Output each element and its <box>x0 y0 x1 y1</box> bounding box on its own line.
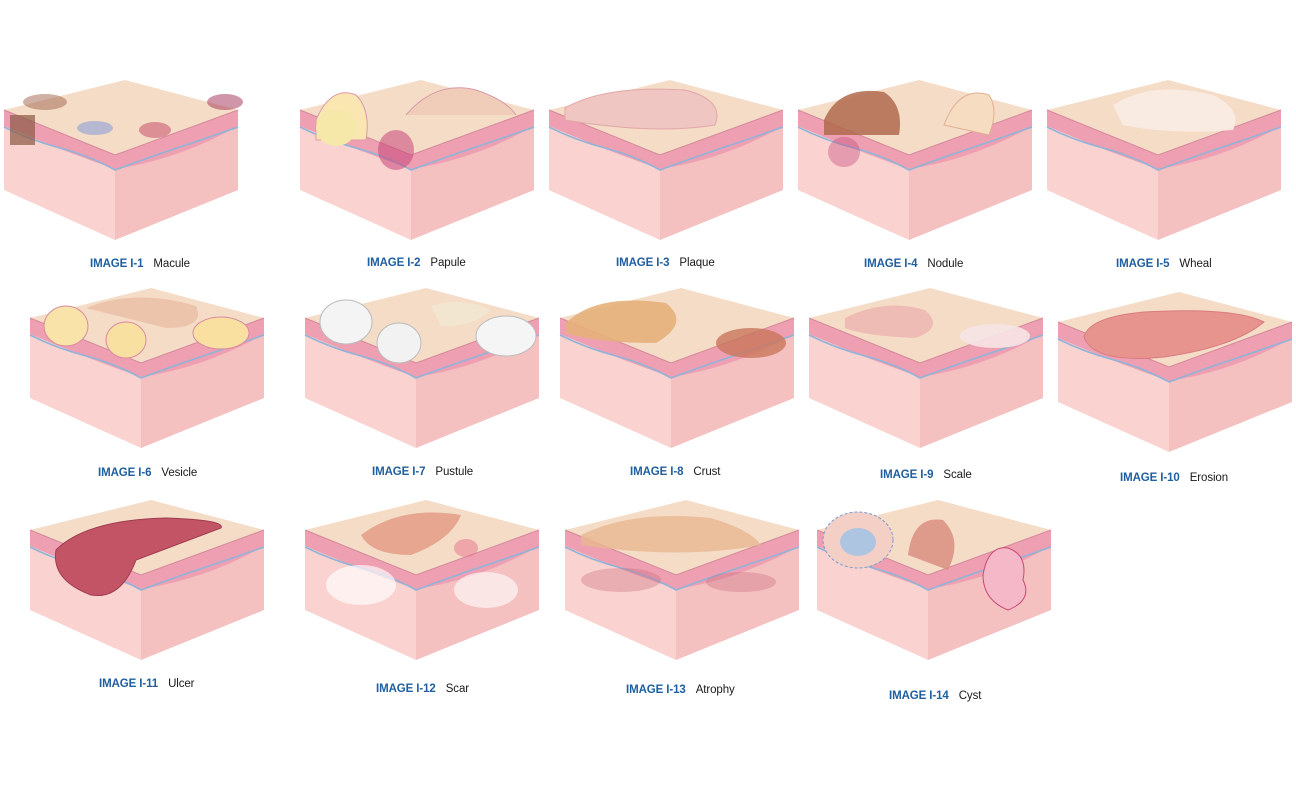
caption-term: Cyst <box>958 690 982 702</box>
caption-number: IMAGE I-14 <box>889 690 949 702</box>
caption-nodule: IMAGE I-4 Nodule <box>864 258 963 270</box>
caption-cyst: IMAGE I-14 Cyst <box>889 690 981 702</box>
caption-plaque: IMAGE I-3 Plaque <box>616 257 715 269</box>
skin-block-illustration <box>29 288 265 448</box>
caption-number: IMAGE I-5 <box>1116 258 1170 270</box>
caption-term: Ulcer <box>168 678 195 690</box>
skin-block-illustration <box>808 288 1044 448</box>
caption-number: IMAGE I-1 <box>90 258 144 270</box>
caption-term: Papule <box>430 257 466 269</box>
caption-number: IMAGE I-3 <box>616 257 670 269</box>
caption-term: Vesicle <box>161 467 198 479</box>
caption-number: IMAGE I-8 <box>630 466 684 478</box>
caption-term: Plaque <box>679 257 715 269</box>
caption-ulcer: IMAGE I-11 Ulcer <box>99 678 195 690</box>
caption-vesicle: IMAGE I-6 Vesicle <box>98 467 197 479</box>
skin-block-illustration <box>564 500 800 660</box>
skin-block-illustration <box>299 80 535 240</box>
skin-block-illustration <box>1046 80 1282 240</box>
caption-number: IMAGE I-13 <box>626 684 686 696</box>
caption-term: Pustule <box>435 466 474 478</box>
caption-number: IMAGE I-10 <box>1120 472 1180 484</box>
skin-block-illustration <box>559 288 795 448</box>
caption-term: Scar <box>445 683 469 695</box>
caption-scale: IMAGE I-9 Scale <box>880 469 972 481</box>
caption-number: IMAGE I-4 <box>864 258 918 270</box>
caption-term: Nodule <box>927 258 964 270</box>
caption-number: IMAGE I-9 <box>880 469 934 481</box>
caption-macule: IMAGE I-1 Macule <box>90 258 190 270</box>
skin-block-illustration <box>797 80 1033 240</box>
caption-term: Wheal <box>1179 258 1212 270</box>
skin-block-illustration <box>304 500 540 660</box>
skin-block-illustration <box>304 288 540 448</box>
caption-number: IMAGE I-6 <box>98 467 152 479</box>
caption-term: Scale <box>943 469 972 481</box>
skin-block-illustration <box>29 500 265 660</box>
caption-scar: IMAGE I-12 Scar <box>376 683 469 695</box>
caption-pustule: IMAGE I-7 Pustule <box>372 466 473 478</box>
skin-block-illustration <box>1057 292 1293 452</box>
caption-number: IMAGE I-7 <box>372 466 426 478</box>
caption-number: IMAGE I-2 <box>367 257 421 269</box>
caption-atrophy: IMAGE I-13 Atrophy <box>626 684 735 696</box>
skin-block-illustration <box>548 80 784 240</box>
caption-wheal: IMAGE I-5 Wheal <box>1116 258 1212 270</box>
caption-number: IMAGE I-11 <box>99 678 159 690</box>
caption-erosion: IMAGE I-10 Erosion <box>1120 472 1228 484</box>
skin-block-illustration <box>3 80 243 240</box>
caption-crust: IMAGE I-8 Crust <box>630 466 721 478</box>
caption-papule: IMAGE I-2 Papule <box>367 257 466 269</box>
caption-term: Atrophy <box>695 684 735 696</box>
caption-term: Macule <box>153 258 190 270</box>
caption-term: Crust <box>693 466 721 478</box>
skin-block-illustration <box>816 500 1052 660</box>
caption-term: Erosion <box>1189 472 1229 484</box>
caption-number: IMAGE I-12 <box>376 683 436 695</box>
